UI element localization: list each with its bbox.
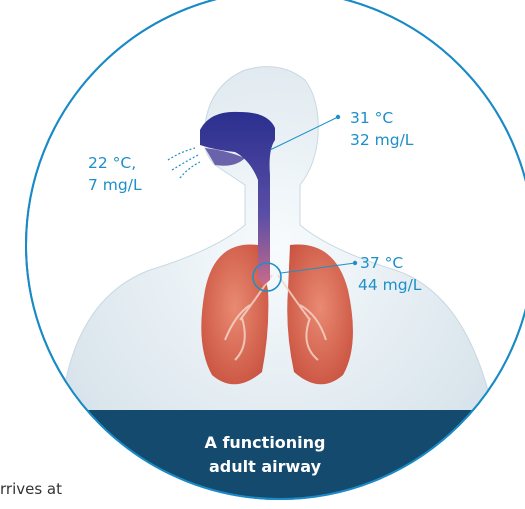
- mouth-temp-label: 22 °C,: [88, 154, 136, 172]
- nasal-humidity-label: 32 mg/L: [350, 131, 414, 149]
- isb-callout-dot: [353, 261, 357, 265]
- cut-off-text: rrives at: [0, 480, 62, 498]
- mouth-humidity-label: 7 mg/L: [88, 176, 142, 194]
- nasal-callout-dot: [336, 115, 340, 119]
- isb-temp-label: 37 °C: [360, 254, 403, 272]
- nasal-temp-label: 31 °C: [350, 109, 393, 127]
- isb-humidity-label: 44 mg/L: [358, 276, 422, 294]
- banner-line-2: adult airway: [209, 457, 322, 476]
- banner-line-1: A functioning: [204, 433, 325, 452]
